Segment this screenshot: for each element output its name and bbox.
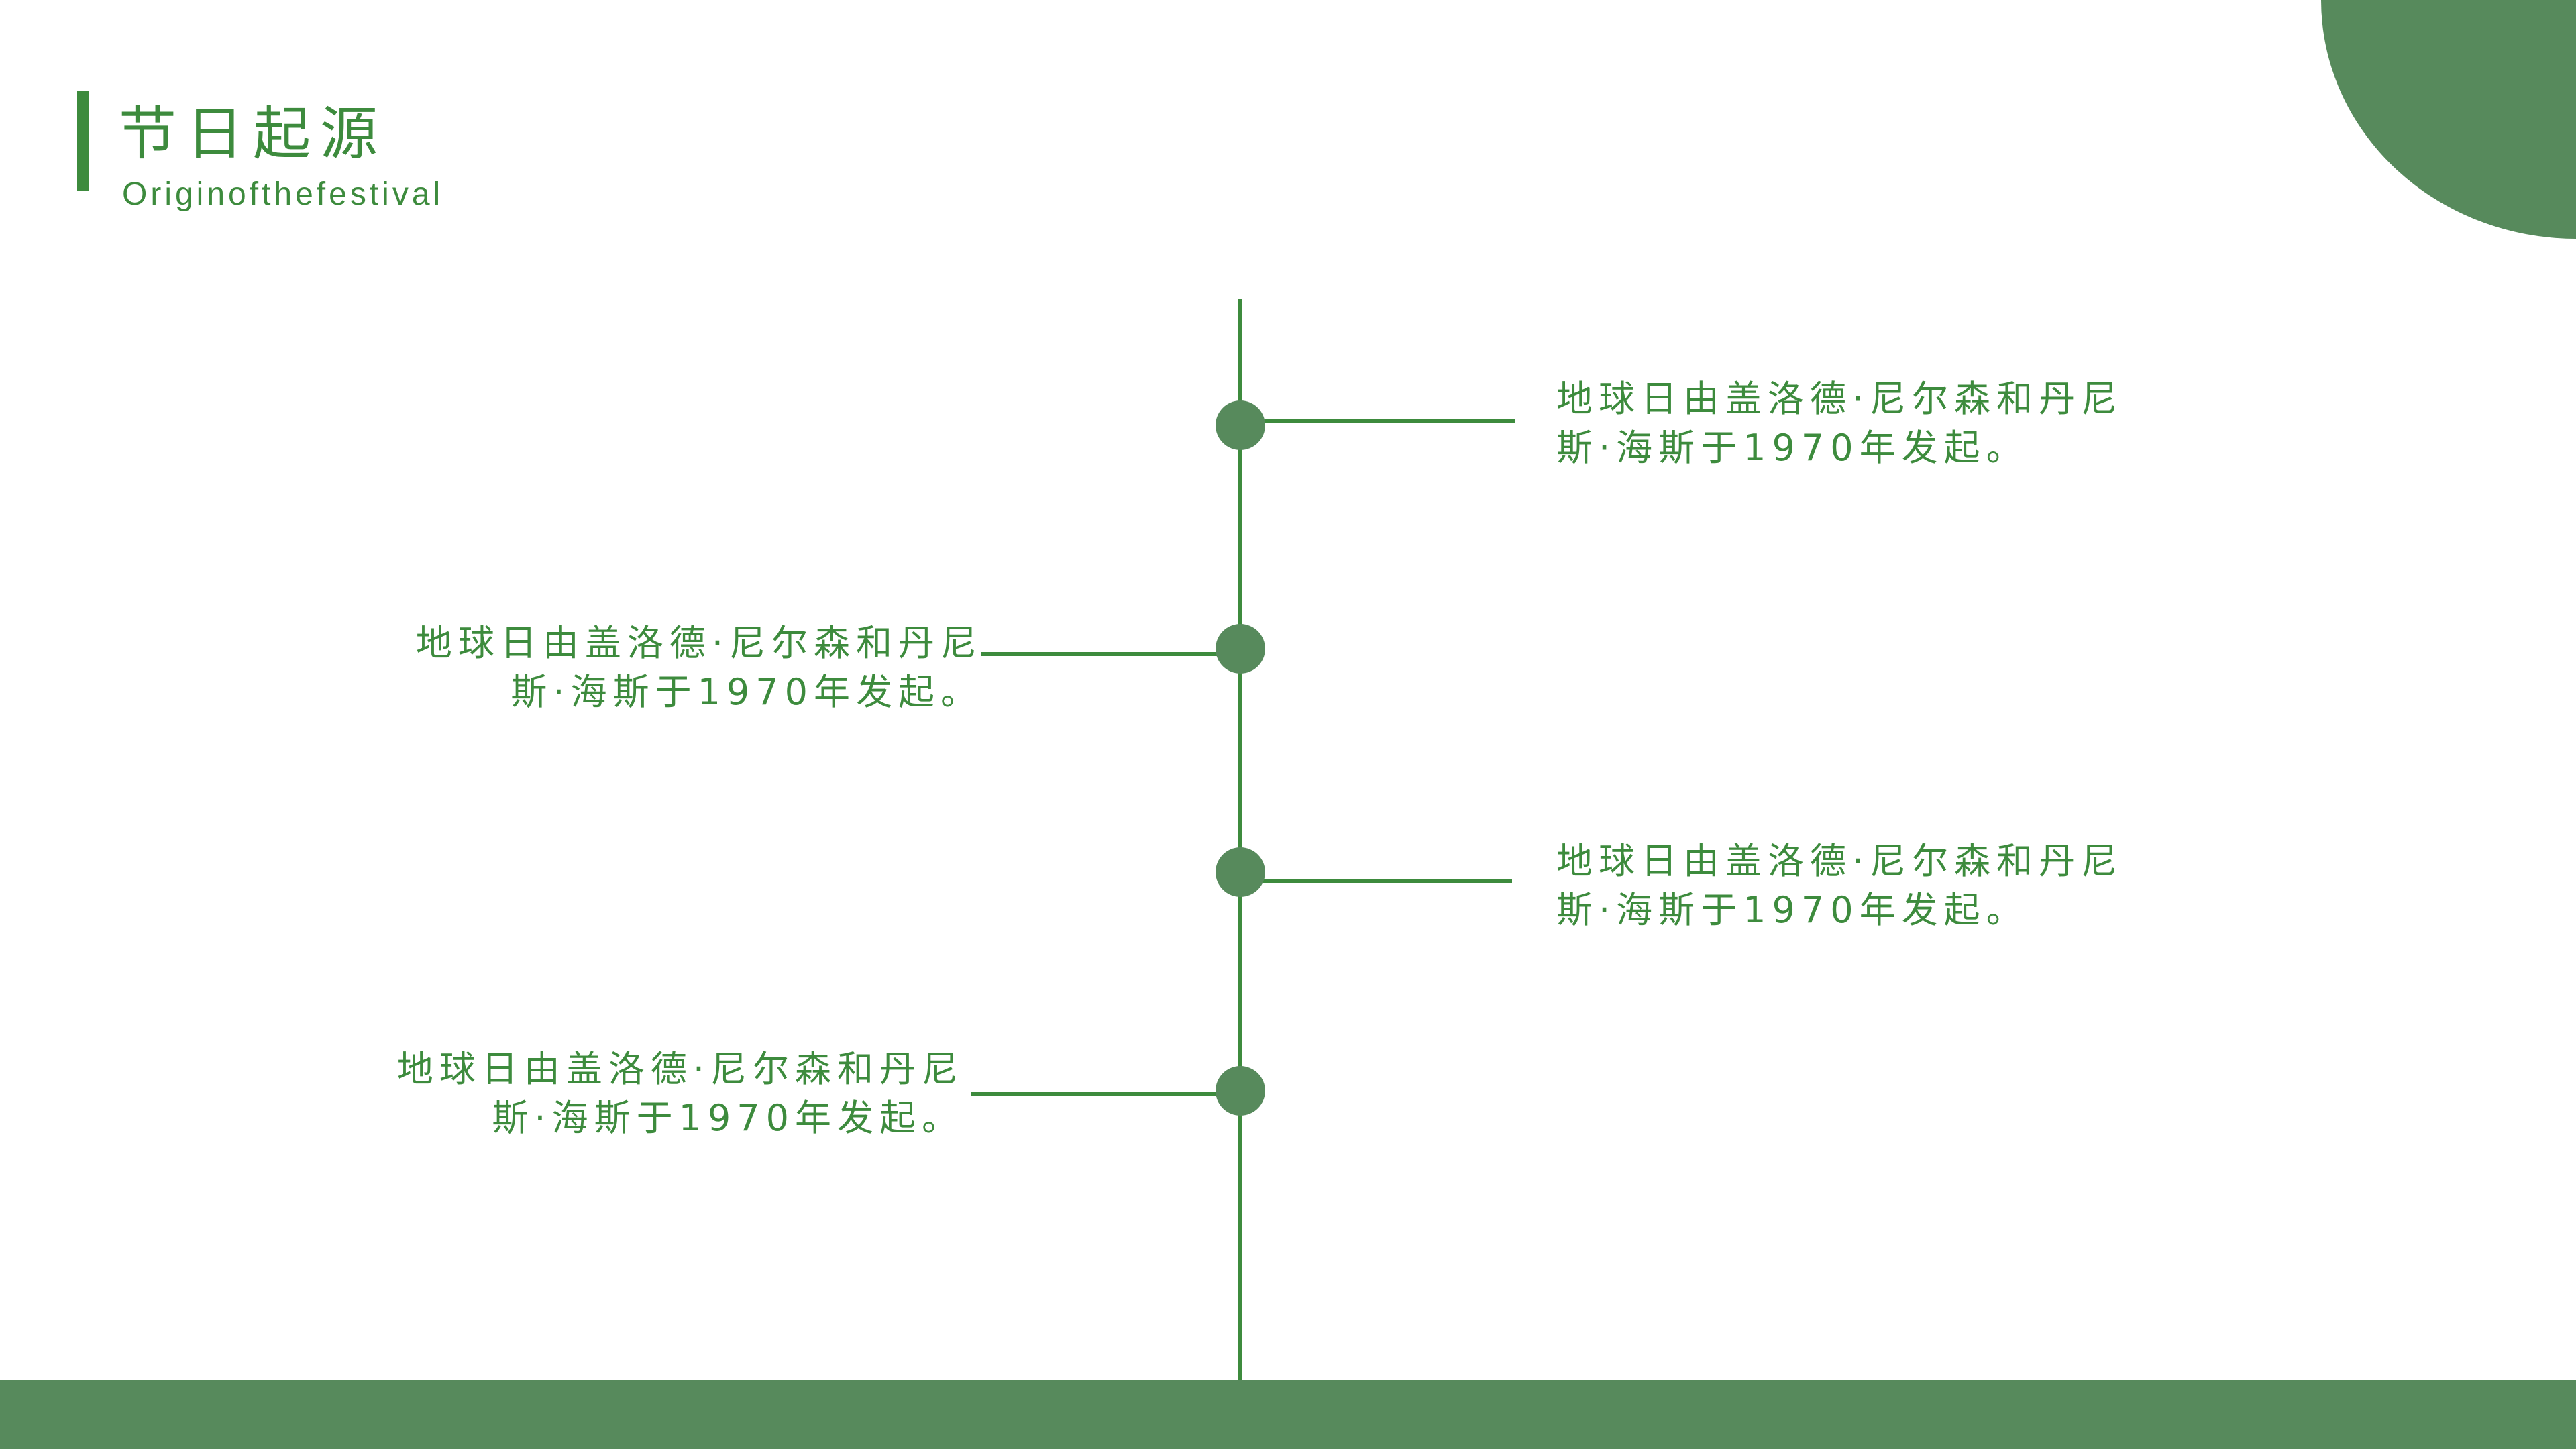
timeline-connector [1240,419,1515,423]
timeline-item-line: 地球日由盖洛德·尼尔森和丹尼 [1556,378,2124,420]
footer-bar [0,1380,2576,1449]
timeline-item-line: 地球日由盖洛德·尼尔森和丹尼 [396,1048,964,1090]
corner-decoration-circle [2321,0,2576,239]
timeline-item-line: 斯·海斯于1970年发起。 [1556,889,2029,931]
timeline-item-text: 地球日由盖洛德·尼尔森和丹尼 斯·海斯于1970年发起。 [360,1044,964,1142]
timeline-axis [1238,299,1242,1380]
timeline-item-line: 斯·海斯于1970年发起。 [511,671,983,713]
timeline-item-text: 地球日由盖洛德·尼尔森和丹尼 斯·海斯于1970年发起。 [1556,837,2160,934]
timeline-dot [1216,624,1265,674]
timeline-connector [981,652,1240,656]
timeline-item-text: 地球日由盖洛德·尼尔森和丹尼 斯·海斯于1970年发起。 [379,619,983,716]
timeline-dot [1216,400,1265,450]
timeline-item-text: 地球日由盖洛德·尼尔森和丹尼 斯·海斯于1970年发起。 [1556,374,2160,472]
title-accent-bar [77,91,89,191]
timeline-item-line: 地球日由盖洛德·尼尔森和丹尼 [1556,840,2124,882]
timeline-dot [1216,1066,1265,1116]
timeline-item-line: 斯·海斯于1970年发起。 [1556,427,2029,469]
timeline-connector [1240,879,1512,883]
page-subtitle: Originofthefestival [122,176,444,212]
timeline-item-line: 斯·海斯于1970年发起。 [492,1097,964,1139]
timeline-connector [971,1092,1240,1096]
page-title: 节日起源 [119,101,387,168]
timeline-item-line: 地球日由盖洛德·尼尔森和丹尼 [415,622,983,664]
timeline-dot [1216,847,1265,897]
